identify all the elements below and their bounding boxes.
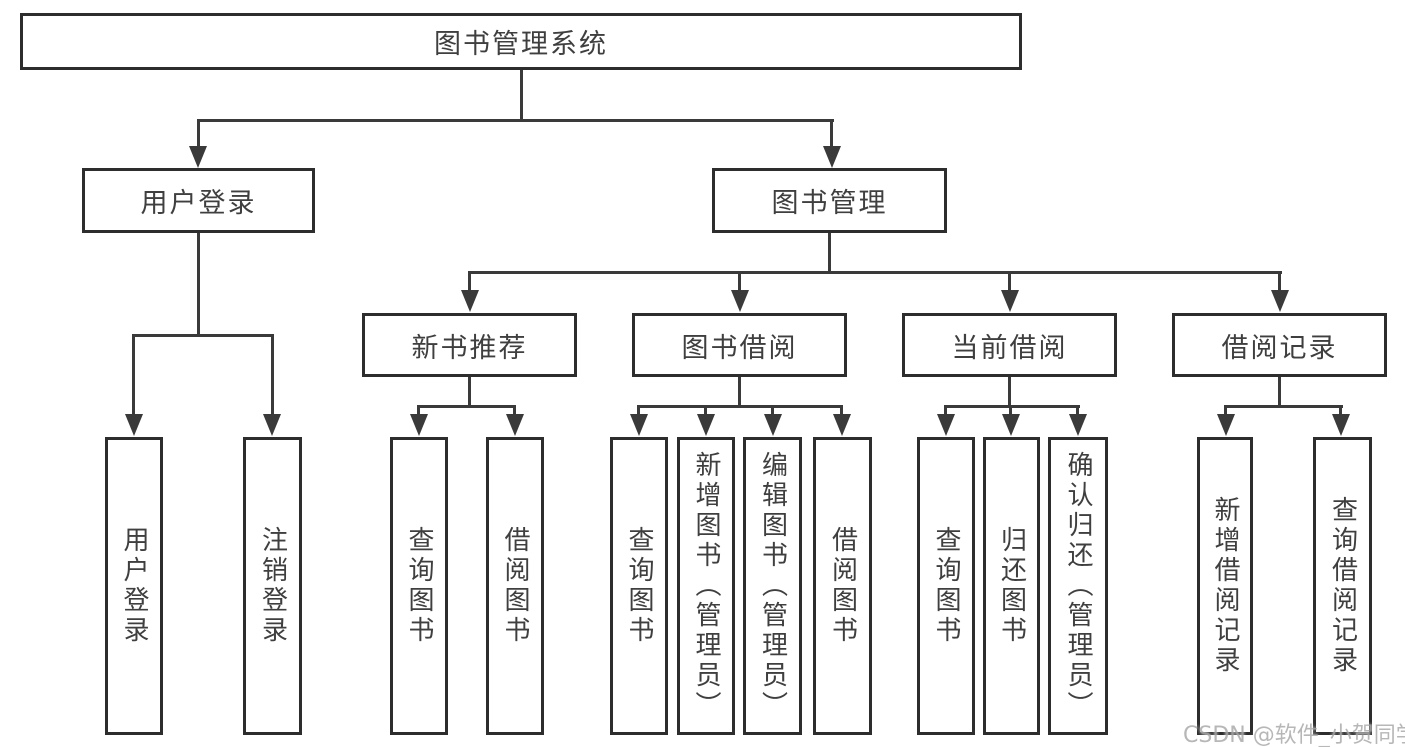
connector-vline <box>197 119 200 150</box>
node-book-borrow: 图书借阅 <box>632 313 847 377</box>
node-library-system-label: 图书管理系统 <box>434 29 608 60</box>
arrowhead-down <box>697 414 715 436</box>
leaf-confirm-return-admin-label: 确认归还（管理员） <box>1063 451 1093 721</box>
leaf-query-borrow-record: 查询借阅记录 <box>1313 437 1372 735</box>
arrowhead-down <box>410 414 428 436</box>
connector-vline <box>828 233 831 274</box>
leaf-logout-login: 注销登录 <box>243 437 302 735</box>
connector-hline <box>197 119 834 122</box>
connector-vline <box>417 405 420 416</box>
arrowhead-down <box>1332 414 1350 436</box>
arrowhead-down <box>263 414 281 436</box>
connector-vline <box>1278 377 1281 407</box>
node-book-borrow-label: 图书借阅 <box>681 332 798 364</box>
connector-vline <box>468 377 471 407</box>
connector-vline <box>1008 377 1011 407</box>
leaf-borrow-books-recommend: 借阅图书 <box>486 437 544 735</box>
connector-vline <box>513 405 516 416</box>
leaf-add-borrow-record: 新增借阅记录 <box>1197 437 1253 735</box>
node-new-book-recommend-label: 新书推荐 <box>411 332 528 364</box>
connector-hline <box>468 271 1282 274</box>
arrowhead-down <box>731 290 749 312</box>
arrowhead-down <box>1069 414 1087 436</box>
leaf-add-books-admin: 新增图书（管理员） <box>677 437 735 735</box>
leaf-edit-books-admin: 编辑图书（管理员） <box>743 437 802 735</box>
connector-vline <box>830 119 833 150</box>
arrowhead-down <box>506 414 524 436</box>
leaf-return-books-label: 归还图书 <box>996 526 1027 646</box>
connector-vline <box>840 405 843 416</box>
leaf-borrow-books-recommend-label: 借阅图书 <box>500 526 530 646</box>
leaf-query-books-borrow: 查询图书 <box>610 437 668 735</box>
arrowhead-down <box>1002 414 1020 436</box>
leaf-query-books-current-label: 查询图书 <box>931 526 961 646</box>
leaf-add-borrow-record-label: 新增借阅记录 <box>1210 496 1240 676</box>
connector-vline <box>704 405 707 416</box>
arrowhead-down <box>764 414 782 436</box>
connector-vline <box>1009 405 1012 416</box>
leaf-query-books-borrow-label: 查询图书 <box>624 526 654 646</box>
connector-vline <box>1076 405 1079 416</box>
arrowhead-down <box>630 414 648 436</box>
leaf-borrow-books-borrow: 借阅图书 <box>813 437 872 735</box>
leaf-user-login: 用户登录 <box>105 437 163 735</box>
connector-vline <box>738 377 741 407</box>
leaf-query-books-recommend-label: 查询图书 <box>404 526 434 646</box>
connector-hline <box>132 334 274 337</box>
node-user-login-label: 用户登录 <box>140 188 257 219</box>
connector-vline <box>468 271 471 292</box>
node-library-system: 图书管理系统 <box>20 13 1022 70</box>
arrowhead-down <box>1217 414 1235 436</box>
leaf-add-books-admin-label: 新增图书（管理员） <box>691 451 721 721</box>
connector-hline <box>944 405 1080 408</box>
connector-vline <box>771 405 774 416</box>
node-borrow-records: 借阅记录 <box>1172 313 1387 377</box>
node-current-borrow: 当前借阅 <box>902 313 1117 377</box>
connector-vline <box>1339 405 1342 416</box>
node-current-borrow-label: 当前借阅 <box>951 332 1068 364</box>
arrowhead-down <box>461 290 479 312</box>
leaf-return-books: 归还图书 <box>983 437 1040 735</box>
node-borrow-records-label: 借阅记录 <box>1221 332 1338 364</box>
leaf-borrow-books-borrow-label: 借阅图书 <box>827 526 858 646</box>
csdn-watermark: CSDN @软件_小贺同学 <box>1183 723 1405 747</box>
connector-hline <box>637 405 843 408</box>
leaf-confirm-return-admin: 确认归还（管理员） <box>1048 437 1108 735</box>
leaf-user-login-label: 用户登录 <box>119 526 149 646</box>
arrowhead-down <box>833 414 851 436</box>
connector-vline <box>1008 271 1011 292</box>
connector-vline <box>944 405 947 416</box>
arrowhead-down <box>1001 290 1019 312</box>
arrowhead-down <box>189 146 207 168</box>
node-book-management-label: 图书管理 <box>771 188 888 219</box>
connector-vline <box>1278 271 1281 292</box>
leaf-query-books-current: 查询图书 <box>917 437 975 735</box>
leaf-edit-books-admin-label: 编辑图书（管理员） <box>757 451 788 721</box>
connector-hline <box>1224 405 1343 408</box>
connector-vline <box>197 233 200 337</box>
node-new-book-recommend: 新书推荐 <box>362 313 577 377</box>
arrowhead-down <box>823 146 841 168</box>
node-user-login: 用户登录 <box>82 168 315 233</box>
arrowhead-down <box>1271 290 1289 312</box>
leaf-query-books-recommend: 查询图书 <box>390 437 448 735</box>
connector-hline <box>417 405 516 408</box>
leaf-logout-login-label: 注销登录 <box>257 526 288 646</box>
connector-vline <box>132 334 135 416</box>
arrowhead-down <box>125 414 143 436</box>
leaf-query-borrow-record-label: 查询借阅记录 <box>1327 496 1358 676</box>
arrowhead-down <box>937 414 955 436</box>
connector-vline <box>637 405 640 416</box>
connector-vline <box>271 334 274 416</box>
connector-vline <box>1224 405 1227 416</box>
node-book-management: 图书管理 <box>712 168 947 233</box>
connector-vline <box>738 271 741 292</box>
connector-vline <box>520 69 523 121</box>
